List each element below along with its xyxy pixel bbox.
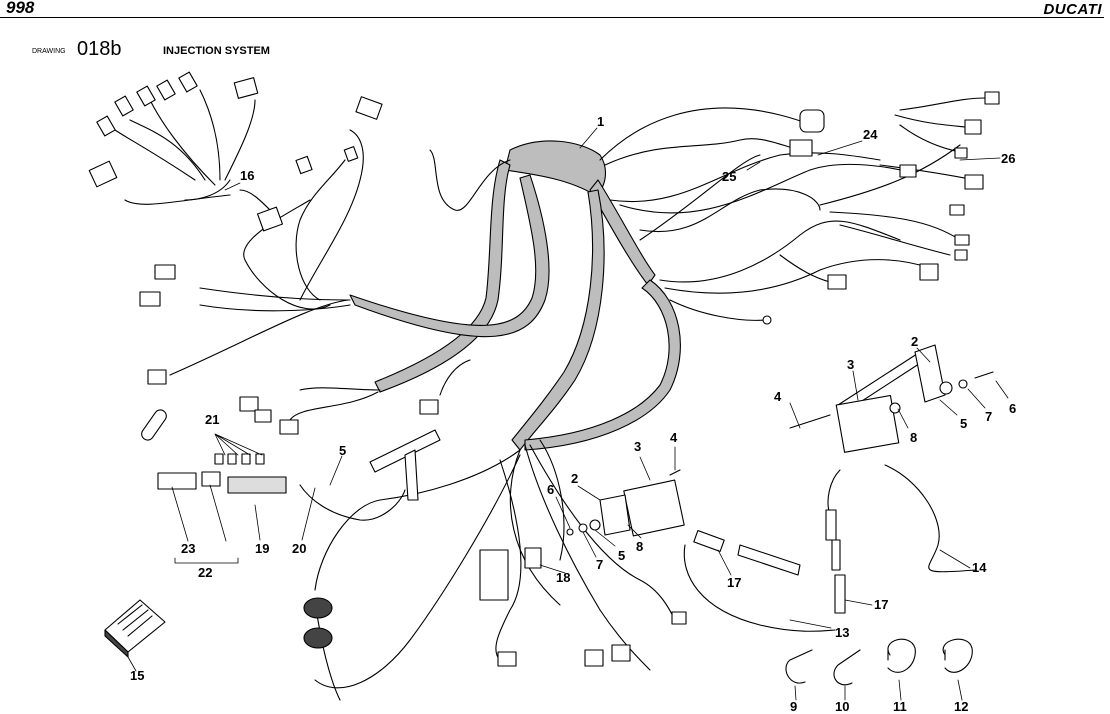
callout-2-right: 2	[911, 334, 919, 349]
drawing-code: 018b	[77, 38, 122, 60]
callout-5-right: 5	[960, 416, 968, 431]
callout-5-bracket: 5	[339, 443, 347, 458]
callout-17-right: 17	[874, 597, 889, 612]
callout-6-right: 6	[1009, 401, 1017, 416]
model-name: 998	[6, 0, 35, 17]
connectors	[88, 71, 1000, 667]
callout-9: 9	[790, 699, 798, 714]
callout-15: 15	[130, 668, 145, 683]
callout-6-center: 6	[547, 482, 555, 497]
harness-wires	[114, 89, 986, 701]
main-harness	[349, 140, 681, 451]
leader-lines	[127, 127, 1009, 701]
callout-17-center: 17	[727, 575, 742, 590]
callout-14: 14	[972, 560, 987, 575]
callout-1: 1	[597, 114, 605, 129]
callout-24: 24	[863, 127, 878, 142]
callout-23: 23	[181, 541, 196, 556]
callout-7-right: 7	[985, 409, 993, 424]
manual-booklet	[104, 599, 166, 658]
callout-22: 22	[198, 565, 213, 580]
fuse-box	[157, 453, 287, 494]
callout-12: 12	[954, 699, 969, 714]
drawing-label: DRAWING	[32, 48, 66, 55]
callout-8-right: 8	[910, 430, 918, 445]
clamps	[785, 638, 973, 686]
callout-4-right: 4	[774, 389, 782, 404]
callout-13: 13	[835, 625, 850, 640]
callout-3-right: 3	[847, 357, 855, 372]
callout-26: 26	[1001, 151, 1016, 166]
coil-assembly-right	[789, 344, 994, 573]
callout-25: 25	[722, 169, 737, 184]
coil-assembly-center	[566, 469, 846, 632]
callout-7-center: 7	[596, 557, 604, 572]
brand-logo: DUCATI	[1043, 1, 1102, 18]
callout-21: 21	[205, 412, 220, 427]
callout-3-center: 3	[634, 439, 642, 454]
callout-8-center: 8	[636, 539, 644, 554]
drawing-title: INJECTION SYSTEM	[163, 45, 270, 57]
callout-2-center: 2	[571, 471, 579, 486]
callout-19: 19	[255, 541, 270, 556]
callout-20: 20	[292, 541, 307, 556]
callout-10: 10	[835, 699, 850, 714]
callout-11: 11	[893, 699, 907, 714]
callout-16: 16	[240, 168, 255, 183]
callout-5-center: 5	[618, 548, 626, 563]
header-rule	[0, 17, 1104, 18]
callout-4-center: 4	[670, 430, 678, 445]
callout-18: 18	[556, 570, 571, 585]
